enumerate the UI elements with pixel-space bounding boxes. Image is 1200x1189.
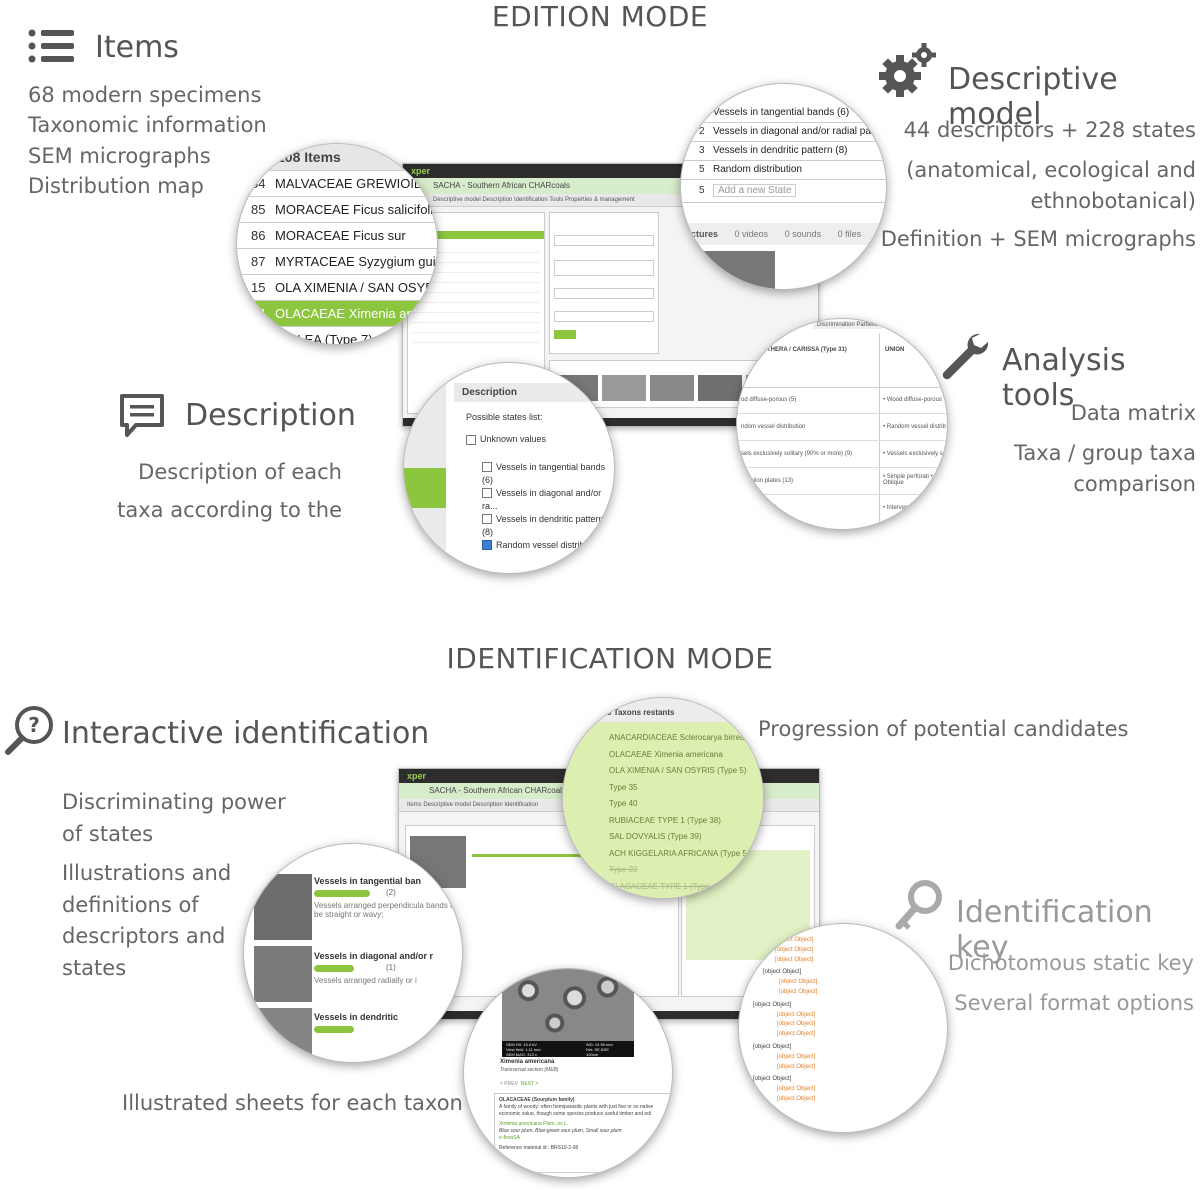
magnifier-question-icon: ? <box>4 704 56 760</box>
progression-label: Progression of potential candidates <box>758 717 1129 741</box>
descriptive-model-description: 44 descriptors + 228 states (anatomical,… <box>880 118 1196 251</box>
taxon-row[interactable]: ANACARDIACEAE Sclerocarya birrea subs <box>609 733 764 742</box>
taxon-row[interactable]: OLA XIMENIA / SAN OSYRIS (Type 5) <box>609 766 747 775</box>
interactive-identification-heading: Interactive identification <box>62 716 430 751</box>
edition-mode-title: EDITION MODE <box>491 0 709 33</box>
section-caption: Transversal section (MEB) <box>500 1067 559 1073</box>
matrix-tab[interactable]: Discrimination Partielle <box>813 321 883 329</box>
gears-icon <box>878 42 938 102</box>
taxon-row-discarded[interactable]: Type 22 <box>609 865 638 874</box>
matrix-column-header: UNION <box>885 347 905 353</box>
items-heading: Items <box>95 30 179 65</box>
svg-text:?: ? <box>28 713 40 737</box>
state-checkbox[interactable]: Vessels in diagonal and/or ra... <box>482 487 602 511</box>
reference-material: Reference material id : BRS10-2-08 <box>499 1145 579 1151</box>
descriptors-zoom: Vessels in tangential ban (2) Vessels ar… <box>243 843 463 1063</box>
description-panel-zoom: Description Possible states list: Unknow… <box>403 362 615 574</box>
identification-mode-title: IDENTIFICATION MODE <box>446 642 774 675</box>
possible-states-label: Possible states list: <box>466 412 543 422</box>
descriptor-state[interactable]: Vessels in dendritic <box>314 1012 462 1033</box>
illustrated-sheets-label: Illustrated sheets for each taxon <box>122 1091 463 1115</box>
species-name: Ximenia americana Plum. ex L. <box>499 1121 569 1127</box>
media-tabs[interactable]: ctures 0 videos 0 sounds 0 files <box>681 223 886 245</box>
next-link[interactable]: NEXT > <box>520 1081 539 1087</box>
prev-link[interactable]: < PREV <box>500 1081 518 1087</box>
description-description: Description of each taxa according to th… <box>117 460 342 522</box>
eflora-link[interactable]: e-floraSA <box>499 1135 520 1141</box>
descriptor-state[interactable]: Vessels in tangential ban (2) Vessels ar… <box>314 876 463 919</box>
description-heading: Description <box>185 398 356 433</box>
matrix-column-header: ASITHERA / CARISSA (Type 31) <box>757 347 847 353</box>
wrench-icon <box>940 330 989 384</box>
description-panel-header: Description <box>454 383 614 402</box>
sem-micrograph <box>502 969 634 1041</box>
taxon-row[interactable]: RUBIACEAE TYPE 1 (Type 38) <box>609 815 721 825</box>
analysis-tools-description: Data matrix Taxa / group taxa comparison <box>1013 401 1196 496</box>
state-checkbox[interactable]: Vessels in dendritic pattern (8) <box>482 513 604 537</box>
descriptor-state[interactable]: Vessels in diagonal and/or r (1) Vessels… <box>314 951 434 985</box>
items-icon <box>28 28 76 68</box>
remaining-taxa-zoom: 8 Taxons restants ANACARDIACEAE Scleroca… <box>562 697 764 899</box>
common-names: Blue sour plum, Blue-green sour plum, Sm… <box>499 1128 622 1134</box>
taxon-row[interactable]: Type 40 <box>609 799 638 808</box>
key-icon <box>893 880 943 936</box>
identification-key-heading: Identification key <box>956 895 1153 965</box>
interactive-identification-description: Discriminating power of states Illustrat… <box>62 790 286 980</box>
taxon-row-discarded[interactable]: OLACACEAE TYPE 1 (Type... <box>609 881 717 891</box>
state-checkbox[interactable]: Vessels in tangential bands (6) <box>482 461 606 485</box>
description-icon <box>118 393 166 443</box>
state-row[interactable]: Vessels in tangential bands (6) <box>681 104 886 123</box>
family-description: A family of woody: often hemiparasitic p… <box>499 1104 654 1117</box>
taxon-row[interactable]: Type 35 <box>609 782 638 792</box>
taxon-row[interactable]: SAL DOVYALIS (Type 39) <box>609 832 702 841</box>
taxon-sheet-zoom: SEM HV: 10.0 kV View field: 1.11 mm SEM … <box>463 968 673 1178</box>
taxon-row[interactable]: ACH KIGGELARIA AFRICANA (Type 51) <box>609 848 754 858</box>
items-description: 68 modern specimens Taxonomic informatio… <box>28 83 267 199</box>
data-matrix-zoom: Discrimination Partielle ASITHERA / CARI… <box>736 318 948 530</box>
state-options: Vessels in tangential bands (6) Vessels … <box>482 461 614 552</box>
identification-key-zoom: [object Object] [object Object] [object … <box>738 923 948 1133</box>
taxon-row[interactable]: OLACAEAE Ximenia americana <box>609 749 723 759</box>
identification-key-description: Dichotomous static key Several format op… <box>947 951 1194 1015</box>
analysis-tools-heading: Analysis tools <box>1002 343 1126 413</box>
taxa-remaining-header: 8 Taxons restants <box>563 698 763 722</box>
state-checkbox-checked[interactable]: Random vessel distribution <box>482 539 614 552</box>
descriptive-model-heading: Descriptive model <box>948 62 1118 132</box>
species-caption: Ximenia americana <box>500 1059 555 1065</box>
pager: < PREV NEXT > <box>500 1081 538 1087</box>
unknown-values-checkbox[interactable]: Unknown values <box>466 434 614 445</box>
family-name: OLACACEAE (Sourplum family) <box>499 1097 575 1103</box>
